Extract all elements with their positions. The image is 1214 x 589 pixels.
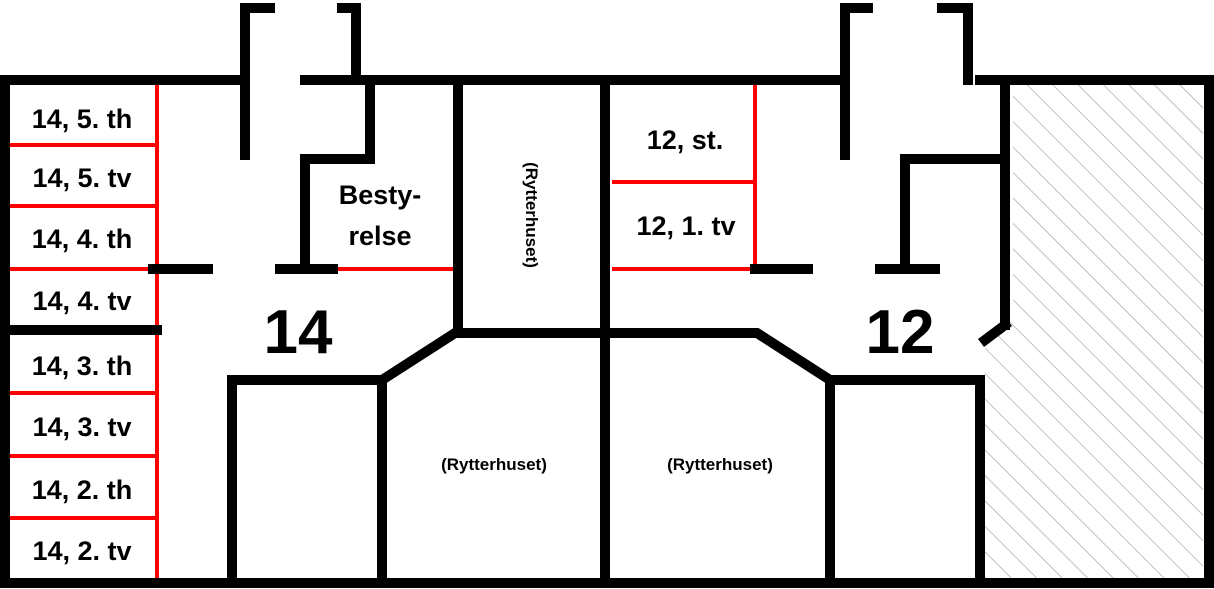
rytterhuset-label-vertical: (Rytterhuset) (522, 162, 541, 268)
rytterhuset-label-left: (Rytterhuset) (441, 455, 547, 474)
storage-label: 14, 2. tv (32, 536, 131, 566)
staircase-12-label: 12 (866, 298, 935, 367)
board-room-label-line2: relse (348, 221, 411, 251)
storage-label: 14, 5. th (32, 104, 133, 134)
unit-12-st-label: 12, st. (647, 125, 724, 155)
staircase-14-label: 14 (264, 298, 333, 367)
walls (0, 3, 1214, 588)
storage-label: 14, 3. tv (32, 412, 131, 442)
red-dividers (10, 85, 757, 578)
storage-label: 14, 2. th (32, 475, 133, 505)
storage-labels: 14, 5. th 14, 5. tv 14, 4. th 14, 4. tv … (32, 104, 133, 566)
unit-12-1tv-label: 12, 1. tv (636, 211, 735, 241)
storage-label: 14, 4. tv (32, 286, 131, 316)
storage-label: 14, 3. th (32, 351, 133, 381)
rytterhuset-label-right: (Rytterhuset) (667, 455, 773, 474)
storage-label: 14, 4. th (32, 224, 133, 254)
storage-label: 14, 5. tv (32, 163, 131, 193)
hatched-area (985, 85, 1203, 578)
board-room-label-line1: Besty- (339, 180, 422, 210)
